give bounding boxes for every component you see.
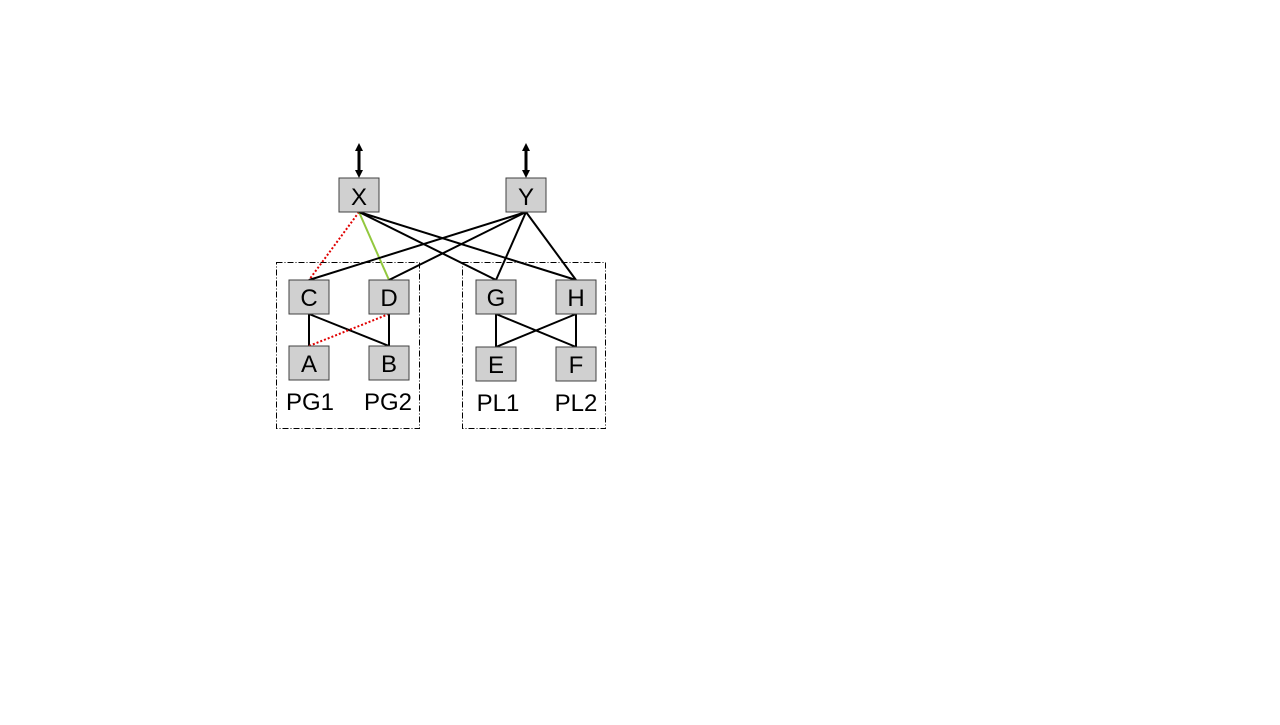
group-label-pl1: PL1 [477, 390, 520, 417]
links-layer [308, 211, 577, 348]
node-box [505, 177, 547, 213]
link-h-e [495, 313, 577, 348]
node-f[interactable]: F [555, 346, 597, 382]
node-box [368, 279, 410, 315]
node-label: F [569, 352, 584, 379]
node-label: X [351, 184, 367, 211]
group-label-pg2: PG2 [364, 389, 412, 416]
node-box [338, 177, 380, 213]
link-x-d [358, 211, 390, 281]
group-label-pl2: PL2 [555, 390, 598, 417]
node-g[interactable]: G [475, 279, 517, 315]
node-box [555, 346, 597, 382]
node-box [475, 346, 517, 382]
node-box [288, 345, 330, 381]
node-x[interactable]: X [338, 177, 380, 213]
node-b[interactable]: B [368, 345, 410, 381]
node-label: H [567, 285, 584, 312]
link-y-h [525, 211, 577, 281]
link-c-b [308, 313, 390, 347]
node-label: E [488, 352, 504, 379]
node-box [475, 279, 517, 315]
node-label: C [300, 285, 317, 312]
node-d[interactable]: D [368, 279, 410, 315]
node-label: B [381, 351, 397, 378]
link-x-g [358, 211, 497, 281]
node-label: G [487, 285, 506, 312]
node-a[interactable]: A [288, 345, 330, 381]
node-h[interactable]: H [555, 279, 597, 315]
group-label-pg1: PG1 [286, 389, 334, 416]
node-y[interactable]: Y [505, 177, 547, 213]
link-y-d [388, 211, 527, 281]
node-label: D [380, 285, 397, 312]
node-box [288, 279, 330, 315]
group-box-pl [462, 262, 606, 429]
node-box [555, 279, 597, 315]
node-box [368, 345, 410, 381]
link-x-h [358, 211, 577, 281]
link-y-c [308, 211, 527, 281]
node-label: A [301, 351, 317, 378]
node-c[interactable]: C [288, 279, 330, 315]
group-box-pg [276, 262, 420, 429]
node-label: Y [518, 184, 534, 211]
link-x-c [308, 211, 360, 281]
link-y-g [495, 211, 527, 281]
node-e[interactable]: E [475, 346, 517, 382]
